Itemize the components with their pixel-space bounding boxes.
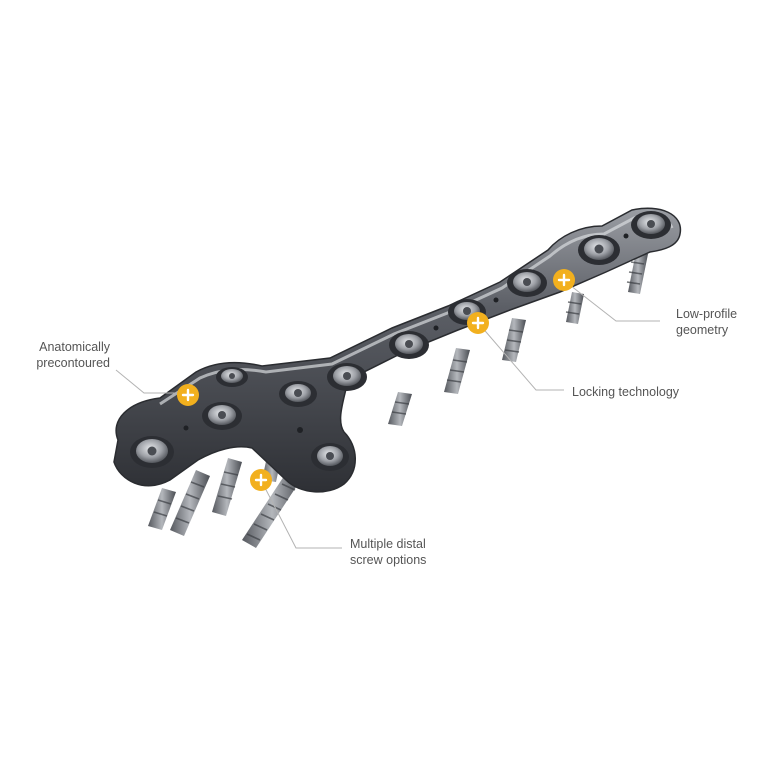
screw-head: [631, 211, 671, 239]
screw-head: [216, 367, 248, 387]
screw-head: [389, 331, 429, 359]
screw-head: [311, 443, 349, 471]
screw-head: [327, 363, 367, 391]
callout-line: screw options: [350, 553, 427, 567]
plus-icon: [557, 273, 571, 287]
screw-head: [202, 402, 242, 430]
screw-shaft: [212, 458, 242, 516]
leader-line-multiple: [261, 481, 342, 549]
screw-head: [578, 235, 620, 265]
screw-heads: [130, 211, 671, 471]
hotspot-locking[interactable]: [467, 312, 489, 334]
screw-shaft: [148, 488, 176, 530]
callout-line: geometry: [676, 323, 729, 337]
callout-line: precontoured: [36, 356, 110, 370]
leader-line-locking: [479, 324, 564, 391]
leader-line-lowprofile: [565, 281, 660, 322]
callout-line: Locking technology: [572, 385, 680, 399]
leader-line-anatomically: [115, 369, 178, 394]
screw-shaft: [170, 470, 210, 536]
screw-head: [279, 381, 317, 407]
callout-line: Multiple distal: [350, 537, 426, 551]
plus-icon: [471, 316, 485, 330]
callout-line: Anatomically: [39, 340, 110, 354]
callout-line: Low-profile: [676, 307, 738, 321]
screw-shaft: [242, 470, 302, 548]
screw-threads: [153, 261, 645, 541]
callout-anatomically: Anatomically precontoured: [36, 339, 110, 371]
hotspot-multiple[interactable]: [250, 469, 272, 491]
callout-locking: Locking technology: [572, 384, 679, 400]
screw-shaft: [566, 292, 584, 324]
hotspot-anatomically[interactable]: [177, 384, 199, 406]
hotspot-lowprofile[interactable]: [553, 269, 575, 291]
screw-shaft: [388, 392, 412, 426]
leader-lines: [115, 281, 660, 549]
callout-multiple: Multiple distal screw options: [350, 536, 426, 568]
screw-head: [507, 269, 547, 297]
screw-head: [130, 436, 174, 468]
callout-lowprofile: Low-profile geometry: [676, 306, 737, 338]
plus-icon: [254, 473, 268, 487]
plus-icon: [181, 388, 195, 402]
